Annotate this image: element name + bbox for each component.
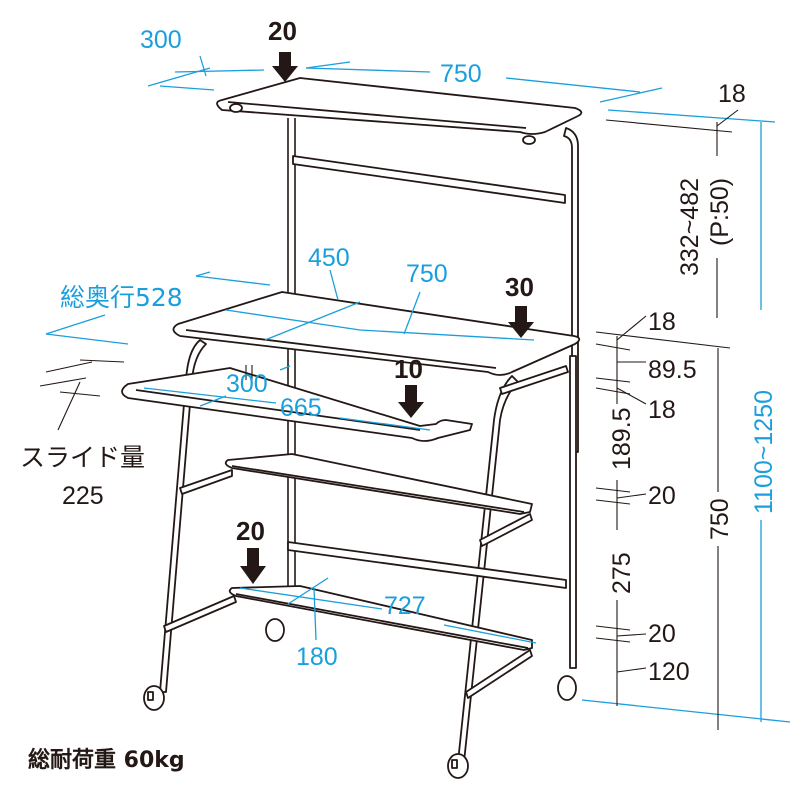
dim-keyboard-slide: 300 665 [143, 365, 431, 431]
svg-text:スライド量: スライド量 [20, 443, 145, 472]
total-load-caption: 総耐荷重 60kg [28, 748, 185, 773]
load-bottom-shelf: 20 [236, 516, 266, 584]
svg-text:225: 225 [62, 482, 104, 510]
down-arrow-icon [240, 548, 266, 584]
dim-bottom-shelf: 180 727 [239, 577, 537, 671]
caster-rear-right [557, 675, 577, 701]
svg-text:(P:50): (P:50) [706, 178, 734, 246]
load-keyboard-slide: 10 [394, 354, 424, 418]
load-desk-shelf: 30 [505, 272, 534, 338]
svg-text:189.5: 189.5 [608, 407, 636, 470]
dim-right-stack: 18 89.5 18 189.5 20 275 20 120 [595, 308, 731, 706]
dim-slide-amount: スライド量 225 [20, 359, 145, 510]
svg-text:750: 750 [406, 260, 448, 288]
dim-top-height: 18 332~482 (P:50) [605, 80, 746, 318]
caster-front-right [447, 753, 469, 779]
svg-text:18: 18 [718, 80, 746, 108]
svg-text:332~482: 332~482 [676, 178, 704, 276]
svg-text:10: 10 [394, 354, 423, 384]
svg-text:300: 300 [140, 26, 182, 54]
svg-text:20: 20 [236, 516, 265, 546]
down-arrow-icon [508, 306, 534, 338]
caster-rear-left [265, 618, 285, 642]
svg-text:30: 30 [505, 272, 534, 302]
svg-text:727: 727 [384, 592, 426, 620]
svg-text:450: 450 [308, 244, 350, 272]
down-arrow-icon [398, 385, 424, 418]
svg-text:20: 20 [268, 16, 297, 46]
down-arrow-icon [272, 52, 298, 82]
svg-text:300: 300 [226, 370, 268, 398]
dim-top-shelf: 300 750 [140, 26, 641, 93]
caster-front-left [143, 685, 165, 711]
svg-text:750: 750 [706, 498, 734, 540]
svg-text:750: 750 [440, 60, 482, 88]
svg-text:89.5: 89.5 [648, 356, 697, 384]
svg-text:1100~1250: 1100~1250 [750, 390, 778, 514]
desk-frame [121, 77, 583, 779]
svg-text:120: 120 [648, 658, 690, 686]
svg-text:665: 665 [280, 394, 322, 422]
svg-text:総奥行528: 総奥行528 [60, 283, 183, 312]
svg-text:18: 18 [648, 396, 676, 424]
svg-text:275: 275 [608, 552, 636, 594]
dim-desk-height: 750 [706, 348, 734, 730]
dim-total-height: 1100~1250 [581, 87, 791, 723]
dim-desk-shelf: 総奥行528 450 750 [45, 244, 535, 345]
load-top-shelf: 20 [268, 16, 298, 82]
svg-text:20: 20 [648, 620, 676, 648]
svg-text:20: 20 [648, 482, 676, 510]
svg-text:180: 180 [296, 643, 338, 671]
svg-text:18: 18 [648, 308, 676, 336]
